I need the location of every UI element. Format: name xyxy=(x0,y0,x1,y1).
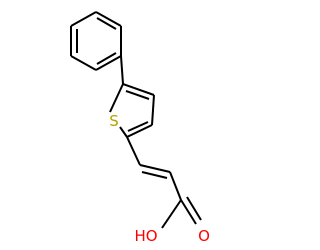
acrylic-acid-chain xyxy=(126,136,202,229)
bond xyxy=(109,83,124,113)
hydroxyl-label: HO xyxy=(134,227,157,245)
bond xyxy=(126,124,153,138)
bond xyxy=(70,11,97,27)
bond xyxy=(161,199,182,229)
bond xyxy=(122,83,155,96)
bond xyxy=(120,55,124,85)
bond xyxy=(119,126,128,138)
thiophene-ring xyxy=(109,83,155,138)
double-bond-inner xyxy=(127,121,149,132)
sulfur-atom-label: S xyxy=(109,112,119,130)
double-bond-inner xyxy=(141,171,168,179)
bond xyxy=(180,199,197,225)
bond xyxy=(151,94,155,126)
bond xyxy=(95,11,122,27)
double-bond-inner xyxy=(125,90,150,100)
molecular-structure: S HO O xyxy=(70,11,210,245)
phenyl-ring xyxy=(70,11,122,71)
bond xyxy=(139,164,171,173)
double-bond-inner xyxy=(186,196,202,221)
carbonyl-oxygen-label: O xyxy=(198,227,210,245)
bond xyxy=(95,55,122,71)
bond xyxy=(126,136,141,166)
bond xyxy=(169,171,182,201)
bond xyxy=(70,55,97,71)
double-bond-inner xyxy=(96,52,117,65)
double-bond-inner xyxy=(96,17,117,30)
